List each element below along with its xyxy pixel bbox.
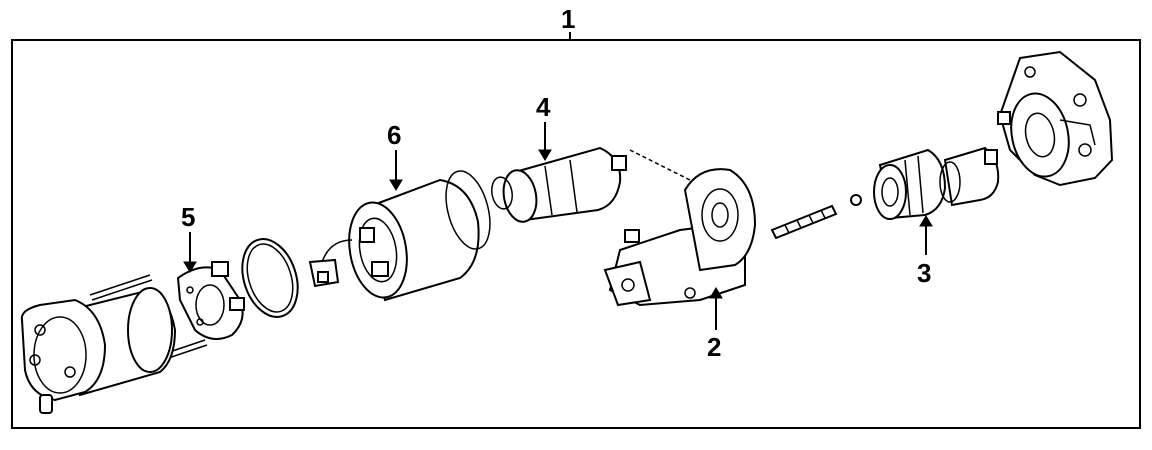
field-frame-assembly [20,274,208,414]
callout-6: 6 [387,120,403,191]
callout-4: 4 [536,92,552,161]
diagram-frame [11,39,1141,429]
callout-3-label: 3 [917,258,931,288]
drive-end-housing [997,50,1114,187]
steel-ball [850,194,862,206]
callout-3: 3 [917,215,933,288]
brush-holder-plate [176,261,245,340]
callout-6-label: 6 [387,120,401,150]
armature-housing [308,170,491,302]
starter-clutch [873,146,1000,220]
solenoid-switch [491,146,713,223]
callout-1-label: 1 [561,4,575,34]
callout-2: 2 [707,287,723,362]
callout-4-label: 4 [536,92,551,122]
return-spring [770,204,838,240]
callout-2-label: 2 [707,332,721,362]
callout-5-label: 5 [181,202,195,232]
callout-5: 5 [181,202,197,273]
callout-1: 1 [561,4,575,40]
o-ring [241,238,299,318]
drive-housing [603,168,757,307]
